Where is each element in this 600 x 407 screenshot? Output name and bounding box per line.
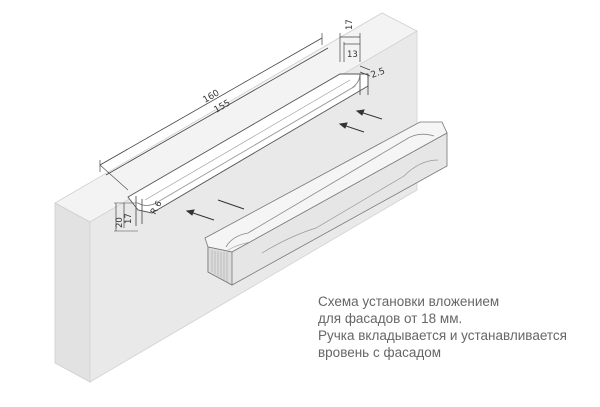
dimension-top-width: 17 13: [339, 19, 361, 62]
caption-line-4: вровень с фасадом: [318, 345, 441, 360]
dimension-height-outer-label: 20: [115, 217, 125, 228]
caption-line-3: Ручка вкладывается и устанавливается: [318, 328, 567, 343]
handle-end-cap: [207, 246, 233, 286]
dimension-lip: 2.5: [359, 65, 387, 81]
caption-line-1: Схема установки вложением: [318, 294, 500, 309]
dimension-top-width-outer-label: 17: [345, 19, 355, 30]
routed-slot: [127, 73, 369, 226]
insertion-arrows: [185, 109, 383, 221]
arrow-1: [217, 199, 245, 210]
caption-line-2: для фасадов от 18 мм.: [318, 311, 463, 326]
dimension-height-inner-label: 17: [124, 213, 134, 224]
handle-profile: [204, 121, 448, 286]
dimension-top-width-inner-label: 13: [347, 50, 358, 60]
dimension-lip-label: 2.5: [370, 67, 387, 81]
caption: Схема установки вложением для фасадов от…: [318, 293, 567, 361]
panel-side-face: [54, 202, 91, 383]
